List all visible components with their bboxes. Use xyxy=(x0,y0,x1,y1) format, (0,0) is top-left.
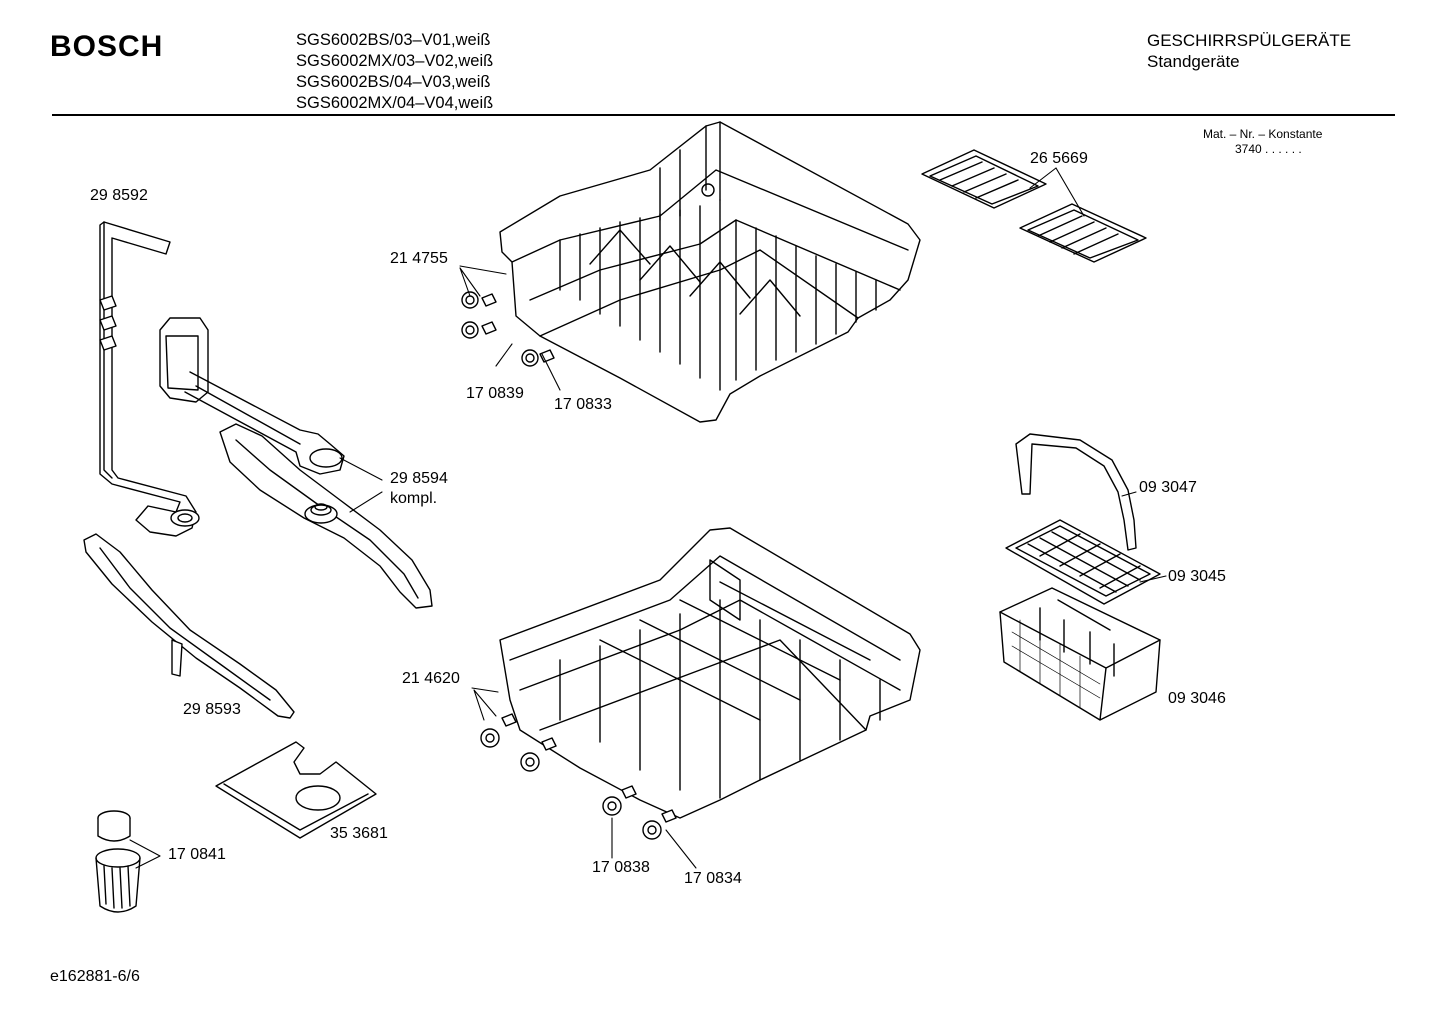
lower-spray-arm[interactable] xyxy=(83,533,295,719)
model-line: SGS6002BS/03–V01,weiß xyxy=(296,31,491,49)
lower-basket-rollers[interactable] xyxy=(480,713,677,840)
model-line: SGS6002MX/04–V04,weiß xyxy=(296,94,494,112)
model-line: SGS6002MX/03–V02,weiß xyxy=(296,52,494,70)
part-label: kompl. xyxy=(390,490,438,507)
cutlery-basket-lid[interactable] xyxy=(1005,519,1161,605)
model-list: SGS6002BS/03–V01,weiß SGS6002MX/03–V02,w… xyxy=(296,30,493,114)
part-label: 09 3046 xyxy=(1168,690,1226,707)
leader-lines xyxy=(129,167,1167,869)
part-label: 17 0841 xyxy=(168,846,226,863)
micro-filter[interactable] xyxy=(95,810,141,913)
material-number-label: Mat. – Nr. – Konstante xyxy=(1203,127,1323,141)
cup-rack-inserts[interactable] xyxy=(921,149,1147,263)
spray-arm-complete[interactable] xyxy=(219,423,433,609)
upper-basket[interactable] xyxy=(499,121,921,423)
part-label: 21 4620 xyxy=(402,670,460,687)
cutlery-basket[interactable] xyxy=(999,587,1161,721)
fine-filter-plate[interactable] xyxy=(215,741,377,839)
cutlery-basket-handle[interactable] xyxy=(1015,433,1137,551)
part-label: 29 8594 xyxy=(390,470,448,487)
part-label: 21 4755 xyxy=(390,250,448,267)
part-label: 09 3045 xyxy=(1168,568,1226,585)
category-title: GESCHIRRSPÜLGERÄTE xyxy=(1147,31,1352,50)
material-number-block: Mat. – Nr. – Konstante 3740 . . . . . . xyxy=(1203,127,1322,157)
material-number-value: 3740 . . . . . . xyxy=(1235,142,1302,156)
spray-arm-holder[interactable] xyxy=(159,317,345,475)
part-label: 29 8593 xyxy=(183,701,241,718)
part-label: 17 0839 xyxy=(466,385,524,402)
header-divider xyxy=(52,114,1395,116)
lower-basket[interactable] xyxy=(499,527,921,819)
category-block: GESCHIRRSPÜLGERÄTE Standgeräte xyxy=(1147,30,1351,72)
brand-logo: BOSCH xyxy=(50,30,164,63)
model-line: SGS6002BS/04–V03,weiß xyxy=(296,73,491,91)
part-label: 35 3681 xyxy=(330,825,388,842)
part-label: 17 0834 xyxy=(684,870,742,887)
part-label: 09 3047 xyxy=(1139,479,1197,496)
upper-spray-pipe[interactable] xyxy=(99,221,200,537)
part-label: 17 0833 xyxy=(554,396,612,413)
upper-basket-rollers[interactable] xyxy=(461,291,555,367)
category-subtitle: Standgeräte xyxy=(1147,52,1240,71)
part-label: 26 5669 xyxy=(1030,150,1088,167)
document-id: e162881-6/6 xyxy=(50,968,140,985)
part-label: 29 8592 xyxy=(90,187,148,204)
part-label: 17 0838 xyxy=(592,859,650,876)
